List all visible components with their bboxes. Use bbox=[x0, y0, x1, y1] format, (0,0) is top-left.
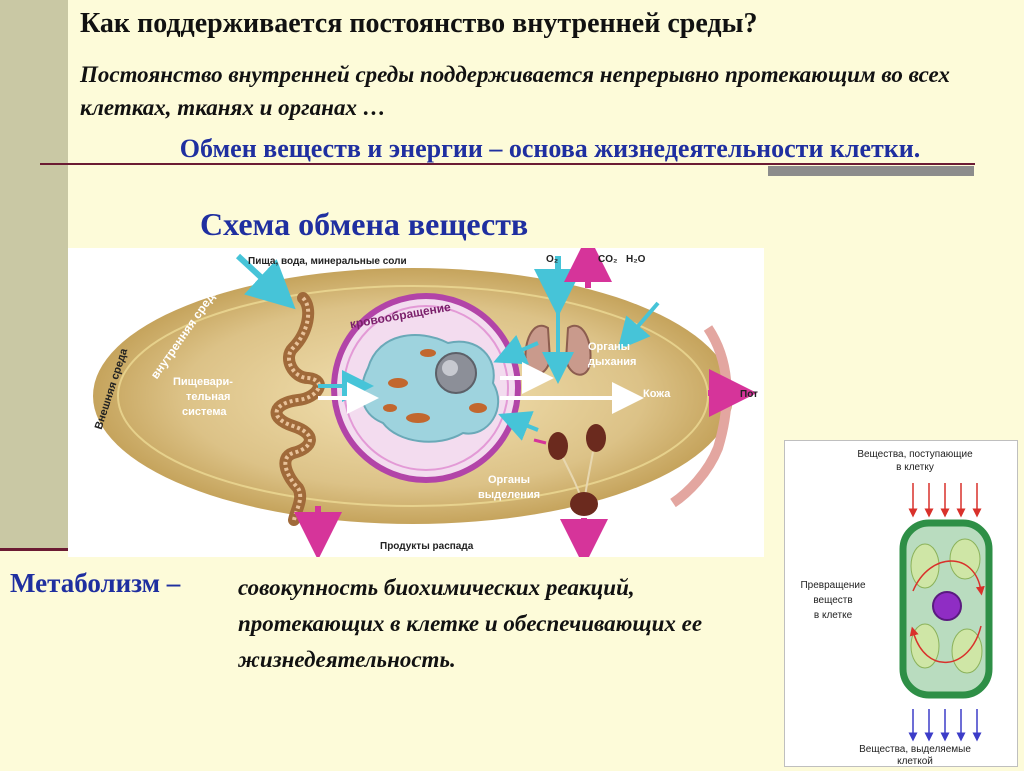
bladder-icon bbox=[570, 492, 598, 516]
cell-nucleus-icon bbox=[933, 592, 961, 620]
digestive-label-1: Пищевари- bbox=[173, 376, 233, 388]
metabolism-diagram: Пища, вода, минеральные соли O₂ CO₂ H₂O … bbox=[68, 248, 764, 557]
digestive-label-2: тельная bbox=[186, 391, 230, 403]
skin-label: Кожа bbox=[643, 388, 671, 400]
co2-label: CO₂ bbox=[598, 254, 617, 265]
respiratory-label-2: дыхания bbox=[588, 356, 636, 368]
incoming-label-1: Вещества, поступающие bbox=[857, 449, 973, 460]
schema-title: Схема обмена веществ bbox=[200, 206, 528, 243]
outgoing-label-2: клеткой bbox=[897, 756, 933, 766]
outgoing-label-1: Вещества, выделяемые bbox=[859, 744, 971, 755]
slide-title: Как поддерживается постоянство внутренне… bbox=[80, 8, 757, 40]
metabolism-definition: совокупность биохимических реакций, прот… bbox=[238, 570, 778, 678]
cell-metabolism-panel: Вещества, поступающие в клетку Превращен… bbox=[784, 440, 1018, 767]
o2-label: O₂ bbox=[546, 254, 558, 265]
slide-heading: Обмен веществ и энергии – основа жизнеде… bbox=[120, 130, 980, 168]
outgoing-arrows bbox=[913, 709, 977, 737]
metabolism-diagram-svg: Пища, вода, минеральные соли O₂ CO₂ H₂O … bbox=[68, 248, 764, 557]
food-label: Пища, вода, минеральные соли bbox=[248, 256, 407, 267]
slide-subtitle: Постоянство внутренней среды поддерживае… bbox=[80, 58, 960, 124]
metabolism-term: Метаболизм – bbox=[10, 568, 180, 599]
incoming-label-2: в клетку bbox=[896, 462, 934, 473]
h2o-label: H₂O bbox=[626, 254, 646, 265]
sidebar-decoration bbox=[0, 0, 68, 548]
transform-label-3: в клетке bbox=[814, 610, 853, 621]
transform-label-2: веществ bbox=[813, 595, 852, 606]
incoming-arrows bbox=[913, 483, 977, 513]
excretory-label-1: Органы bbox=[488, 474, 530, 486]
respiratory-label-1: Органы bbox=[588, 341, 630, 353]
excretory-label-2: выделения bbox=[478, 489, 540, 501]
decay-products-label: Продукты распада bbox=[380, 541, 474, 552]
transform-label-1: Превращение bbox=[800, 580, 866, 591]
kidney-icon bbox=[548, 432, 568, 460]
sidebar-bottom-line bbox=[0, 548, 68, 551]
digestive-label-3: система bbox=[182, 406, 227, 418]
cell-metabolism-svg: Вещества, поступающие в клетку Превращен… bbox=[785, 441, 1017, 766]
sweat-label: Пот bbox=[740, 389, 758, 400]
